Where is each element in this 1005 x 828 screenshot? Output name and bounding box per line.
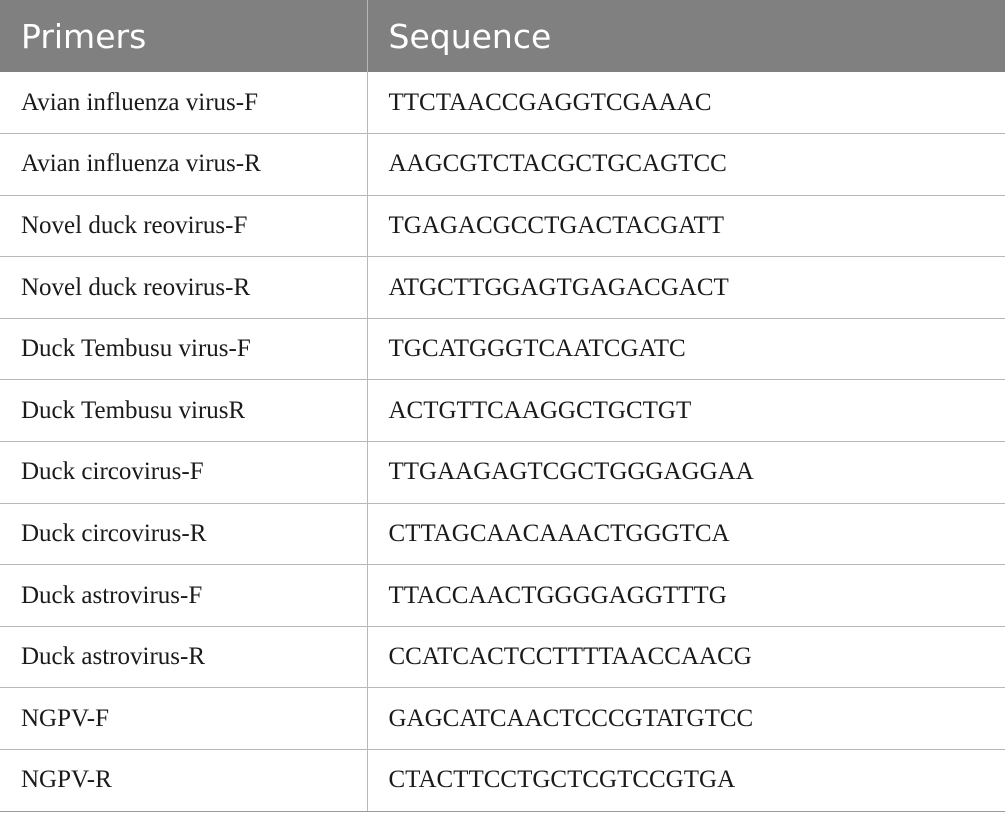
primer-name-cell: Avian influenza virus-F [0, 72, 368, 135]
sequence-cell: CTACTTCCTGCTCGTCCGTGA [367, 749, 1005, 812]
header-sequence: Sequence [367, 0, 1005, 72]
header-primers: Primers [0, 0, 368, 72]
table-row: Duck circovirus-F TTGAAGAGTCGCTGGGAGGAA [0, 441, 1005, 504]
table-header: Primers Sequence [0, 0, 1005, 72]
sequence-cell: TTCTAACCGAGGTCGAAAC [367, 72, 1005, 135]
primer-name-cell: Duck circovirus-F [0, 441, 368, 504]
sequence-cell: AAGCGTCTACGCTGCAGTCC [367, 133, 1005, 196]
table-row: Duck astrovirus-R CCATCACTCCTTTTAACCAACG [0, 626, 1005, 689]
header-row: Primers Sequence [0, 0, 1005, 72]
table-row: Avian influenza virus-F TTCTAACCGAGGTCGA… [0, 72, 1005, 135]
sequence-cell: TTACCAACTGGGGAGGTTTG [367, 564, 1005, 627]
sequence-cell: ACTGTTCAAGGCTGCTGT [367, 379, 1005, 443]
primer-name-cell: Novel duck reovirus-R [0, 256, 368, 319]
table-row: Novel duck reovirus-R ATGCTTGGAGTGAGACGA… [0, 256, 1005, 319]
table-row: NGPV-R CTACTTCCTGCTCGTCCGTGA [0, 749, 1005, 812]
sequence-cell: TGAGACGCCTGACTACGATT [367, 195, 1005, 258]
sequence-cell: ATGCTTGGAGTGAGACGACT [367, 256, 1005, 319]
primer-name-cell: Duck astrovirus-F [0, 564, 368, 627]
table-row: Novel duck reovirus-F TGAGACGCCTGACTACGA… [0, 195, 1005, 258]
primer-name-cell: NGPV-R [0, 749, 368, 812]
sequence-cell: TGCATGGGTCAATCGATC [367, 318, 1005, 381]
table-row: Duck astrovirus-F TTACCAACTGGGGAGGTTTG [0, 564, 1005, 627]
table-row: Duck Tembusu virusR ACTGTTCAAGGCTGCTGT [0, 379, 1005, 443]
primer-name-cell: Duck Tembusu virus-F [0, 318, 368, 381]
sequence-cell: CTTAGCAACAAACTGGGTCA [367, 503, 1005, 566]
table-row: Duck circovirus-R CTTAGCAACAAACTGGGTCA [0, 503, 1005, 566]
primer-name-cell: Avian influenza virus-R [0, 133, 368, 196]
primer-name-cell: NGPV-F [0, 687, 368, 751]
primer-name-cell: Duck astrovirus-R [0, 626, 368, 689]
table-body: Avian influenza virus-F TTCTAACCGAGGTCGA… [0, 72, 1005, 812]
sequence-cell: CCATCACTCCTTTTAACCAACG [367, 626, 1005, 689]
primer-name-cell: Novel duck reovirus-F [0, 195, 368, 258]
table-row: Avian influenza virus-R AAGCGTCTACGCTGCA… [0, 133, 1005, 196]
primer-name-cell: Duck circovirus-R [0, 503, 368, 566]
sequence-cell: TTGAAGAGTCGCTGGGAGGAA [367, 441, 1005, 504]
sequence-cell: GAGCATCAACTCCCGTATGTCC [367, 687, 1005, 751]
primer-name-cell: Duck Tembusu virusR [0, 379, 368, 443]
table-row: Duck Tembusu virus-F TGCATGGGTCAATCGATC [0, 318, 1005, 381]
table-row: NGPV-F GAGCATCAACTCCCGTATGTCC [0, 687, 1005, 751]
